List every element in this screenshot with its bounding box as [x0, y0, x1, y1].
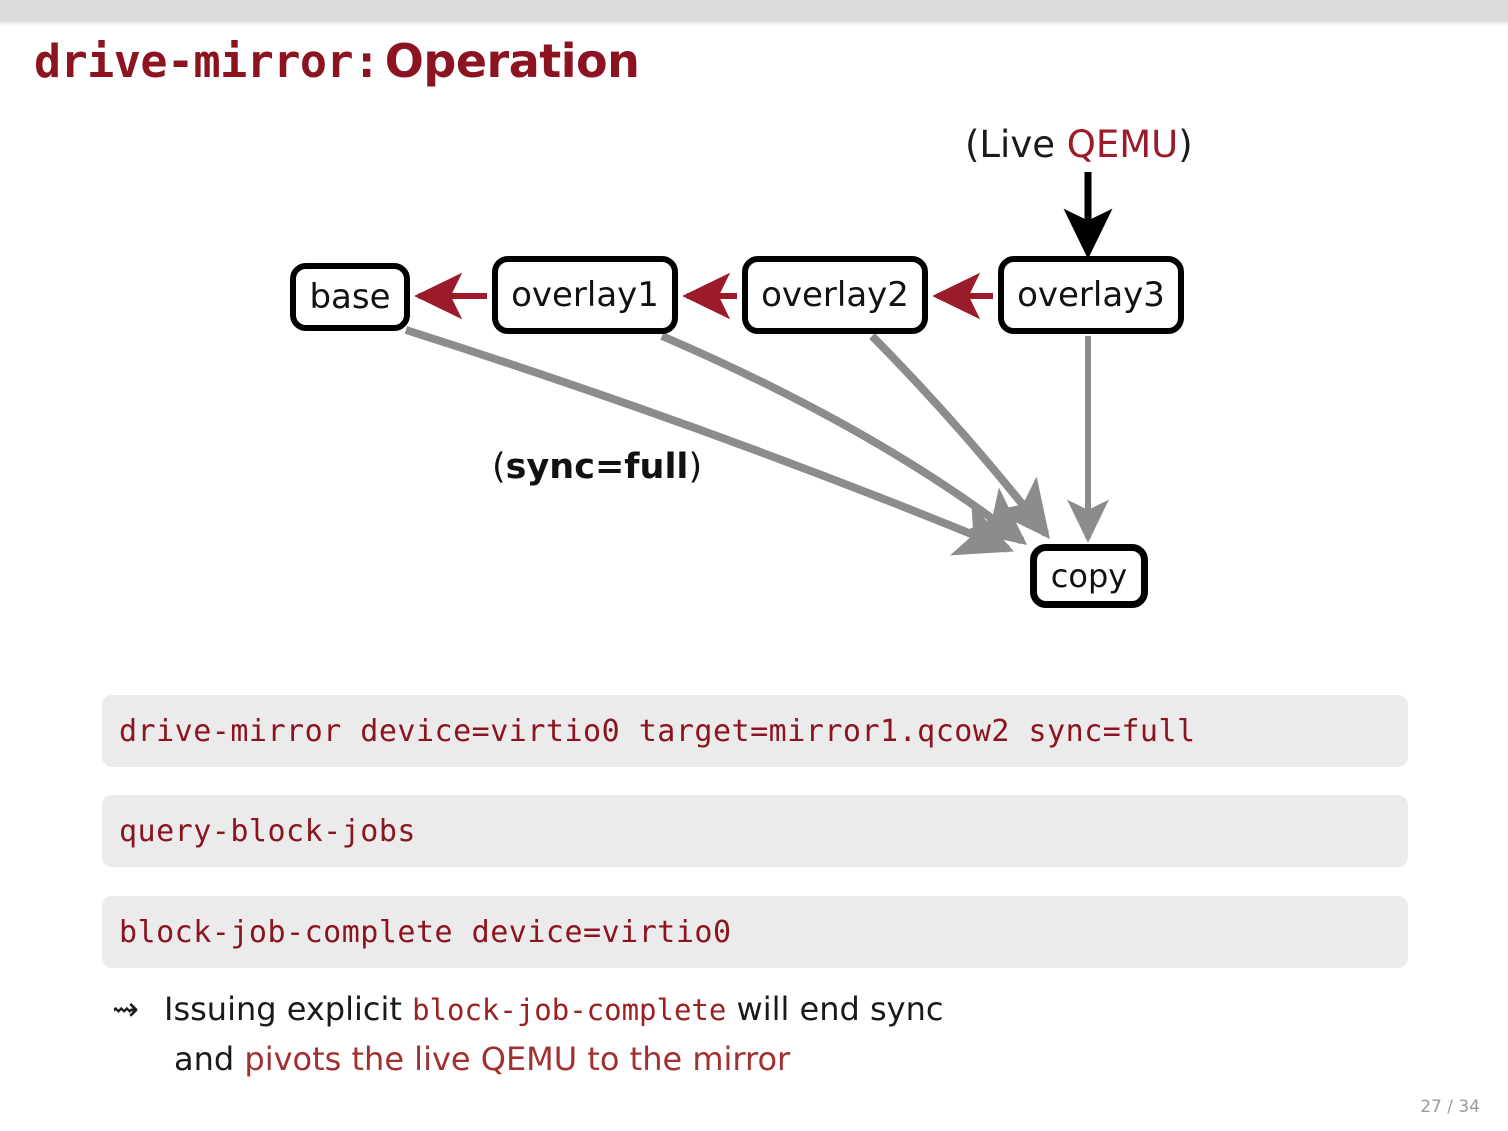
page-number: 27 / 34: [1420, 1097, 1480, 1117]
page-title: drive-mirror: Operation: [34, 38, 640, 84]
edge-overlay2-to-copy: [869, 333, 1050, 540]
sync-full-label-close: ): [688, 447, 703, 487]
note-block: ⇝ Issuing explicit block-job-complete wil…: [112, 985, 1312, 1084]
node-copy[interactable]: copy: [1030, 544, 1148, 608]
note-line2-highlight: pivots the live QEMU to the mirror: [244, 1039, 791, 1078]
edge-overlay1-to-copy: [660, 332, 1028, 545]
note-line1-pre: Issuing explicit: [164, 990, 413, 1028]
page-title-command: drive-mirror:: [34, 35, 380, 88]
note-line2: and pivots the live QEMU to the mirror: [112, 1035, 1312, 1085]
node-overlay1-label: overlay1: [511, 275, 659, 315]
slide-header-bar: [0, 0, 1508, 22]
squiggle-arrow-icon: ⇝: [112, 990, 139, 1028]
live-qemu-label-accent: QEMU: [1066, 123, 1179, 166]
node-overlay2[interactable]: overlay2: [742, 256, 928, 334]
code-block-query-block-jobs-text: query-block-jobs: [119, 813, 416, 849]
node-overlay3-label: overlay3: [1017, 275, 1165, 315]
node-copy-label: copy: [1050, 557, 1128, 595]
sync-full-label-keyword: sync=full: [505, 447, 689, 487]
page-title-topic: Operation: [384, 34, 640, 88]
note-line1-code: block-job-complete: [412, 993, 727, 1027]
node-base-label: base: [309, 277, 391, 317]
code-block-drive-mirror: drive-mirror device=virtio0 target=mirro…: [102, 695, 1408, 767]
drive-mirror-diagram: (Live QEMU) (sync=full) base overlay1 ov…: [0, 100, 1508, 660]
node-base[interactable]: base: [290, 263, 410, 331]
code-block-query-block-jobs: query-block-jobs: [102, 795, 1408, 867]
slide-header-shadow: [0, 22, 1508, 26]
code-block-block-job-complete: block-job-complete device=virtio0: [102, 896, 1408, 968]
live-qemu-label: (Live QEMU): [965, 123, 1193, 166]
node-overlay1[interactable]: overlay1: [492, 256, 678, 334]
live-qemu-label-prefix: (Live: [965, 123, 1067, 166]
note-line1-post: will end sync: [726, 990, 944, 1028]
node-overlay2-label: overlay2: [761, 275, 909, 315]
code-block-drive-mirror-text: drive-mirror device=virtio0 target=mirro…: [119, 713, 1196, 749]
diagram-edges: [404, 172, 1113, 556]
edge-base-to-copy: [404, 326, 1014, 556]
sync-full-label-open: (: [492, 447, 506, 487]
sync-full-label: (sync=full): [492, 447, 702, 487]
live-qemu-label-suffix: ): [1178, 123, 1193, 166]
code-block-block-job-complete-text: block-job-complete device=virtio0: [119, 914, 732, 950]
node-overlay3[interactable]: overlay3: [998, 256, 1184, 334]
note-line2-pre: and: [174, 1039, 245, 1078]
